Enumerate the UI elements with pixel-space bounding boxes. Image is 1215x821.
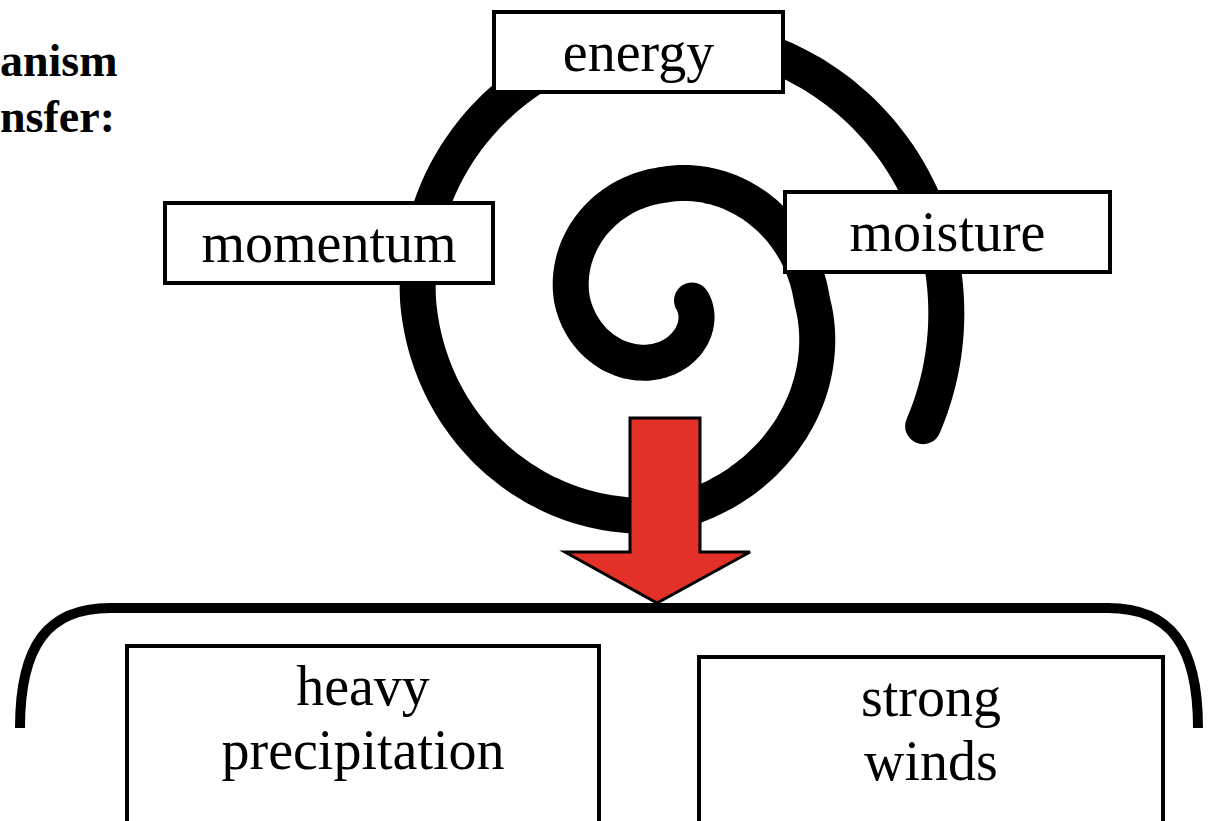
box-text: momentum — [201, 211, 456, 275]
box-text: energy — [563, 20, 714, 84]
box-text: heavy precipitation — [222, 654, 505, 783]
text-box: strong winds — [697, 655, 1165, 821]
red-arrow — [565, 418, 750, 603]
box-text: moisture — [850, 200, 1046, 264]
box-text: strong winds — [861, 665, 1001, 794]
heading-fragment: nsfer: — [0, 94, 115, 140]
text-box: momentum — [163, 201, 495, 285]
text-box: moisture — [783, 190, 1112, 274]
heading-fragment: anism — [0, 38, 118, 84]
text-box: heavy precipitation — [125, 644, 601, 821]
text-box: energy — [492, 10, 785, 94]
